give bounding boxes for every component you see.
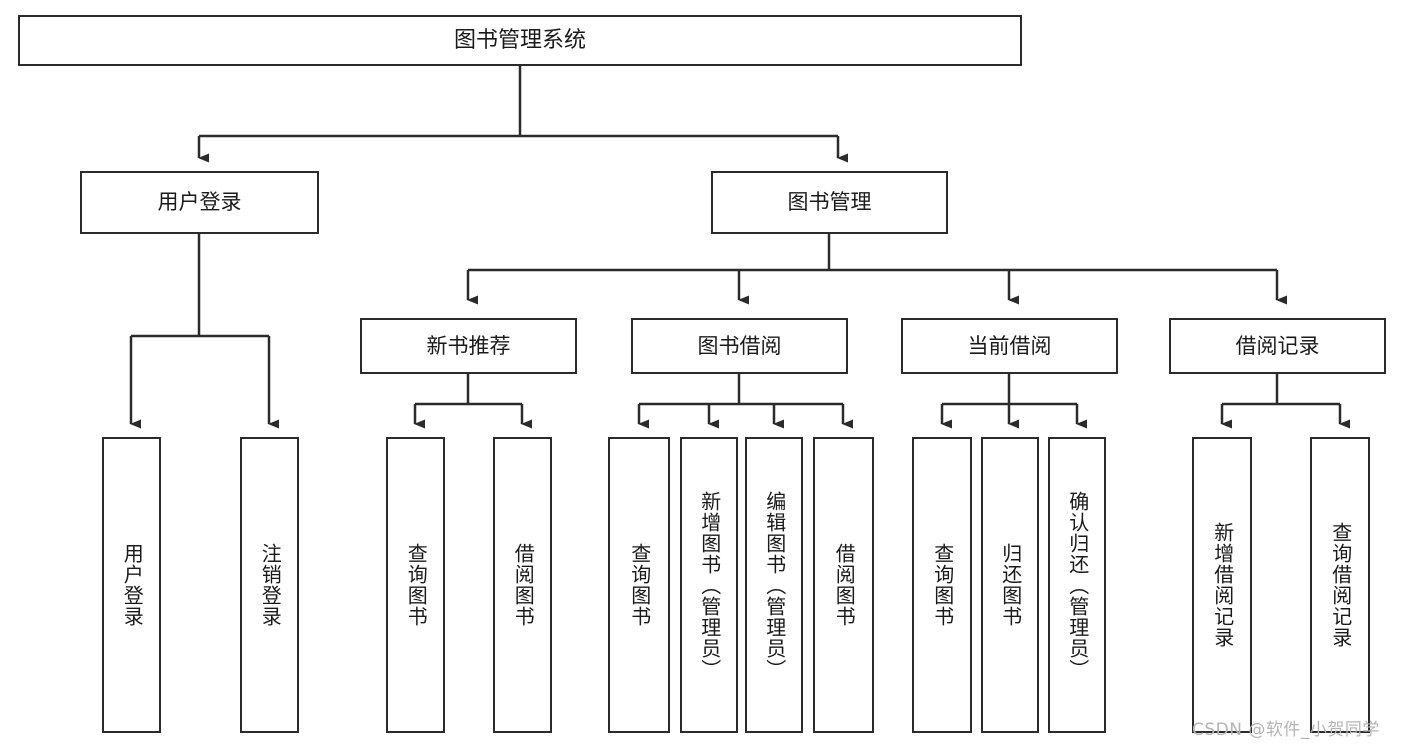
node-current-borrow[interactable]: 当前借阅 [901, 318, 1118, 374]
node-book-borrow-label: 图书借阅 [697, 333, 782, 358]
node-book-borrow[interactable]: 图书借阅 [631, 318, 848, 374]
node-root[interactable]: 图书管理系统 [18, 15, 1022, 66]
leaf-record-add[interactable]: 新增借阅记录 [1192, 437, 1252, 733]
node-borrow-record-label: 借阅记录 [1235, 333, 1320, 358]
leaf-user-login-logout[interactable]: 注销登录 [240, 437, 299, 733]
node-user-login-label: 用户登录 [157, 190, 242, 215]
leaf-current-query-book[interactable]: 查询图书 [912, 437, 972, 733]
node-book-management-label: 图书管理 [787, 190, 872, 215]
leaf-user-login-login[interactable]: 用户登录 [102, 437, 161, 733]
leaf-label: 用户登录 [120, 543, 145, 627]
leaf-label: 查询图书 [627, 543, 652, 627]
node-user-login[interactable]: 用户登录 [80, 171, 319, 234]
node-current-borrow-label: 当前借阅 [967, 333, 1052, 358]
leaf-label: 查询图书 [930, 543, 955, 627]
leaf-label: 借阅图书 [832, 543, 857, 627]
leaf-label: 编辑图书（管理员） [762, 490, 787, 680]
leaf-label: 新增图书（管理员） [697, 490, 722, 680]
node-root-label: 图书管理系统 [453, 27, 586, 53]
csdn-watermark: CSDN @软件_小贺同学 [1192, 720, 1380, 740]
leaf-borrow-borrow-book[interactable]: 借阅图书 [813, 437, 874, 733]
leaf-label: 查询图书 [404, 543, 429, 627]
leaf-label: 借阅图书 [511, 543, 536, 627]
node-book-management[interactable]: 图书管理 [711, 171, 948, 234]
leaf-label: 注销登录 [258, 543, 283, 627]
leaf-record-query[interactable]: 查询借阅记录 [1310, 437, 1370, 733]
leaf-borrow-query-book[interactable]: 查询图书 [608, 437, 670, 733]
leaf-borrow-edit-book[interactable]: 编辑图书（管理员） [745, 437, 803, 733]
leaf-label: 确认归还（管理员） [1065, 490, 1090, 680]
leaf-label: 归还图书 [998, 543, 1023, 627]
leaf-new-book-query[interactable]: 查询图书 [386, 437, 445, 733]
node-new-book-recommend-label: 新书推荐 [426, 333, 511, 358]
leaf-borrow-add-book[interactable]: 新增图书（管理员） [680, 437, 738, 733]
leaf-current-return-book[interactable]: 归还图书 [981, 437, 1039, 733]
node-borrow-record[interactable]: 借阅记录 [1169, 318, 1386, 374]
leaf-new-book-borrow[interactable]: 借阅图书 [493, 437, 552, 733]
leaf-label: 查询借阅记录 [1328, 522, 1353, 648]
node-new-book-recommend[interactable]: 新书推荐 [360, 318, 577, 374]
leaf-current-confirm-return[interactable]: 确认归还（管理员） [1048, 437, 1106, 733]
leaf-label: 新增借阅记录 [1210, 522, 1235, 648]
